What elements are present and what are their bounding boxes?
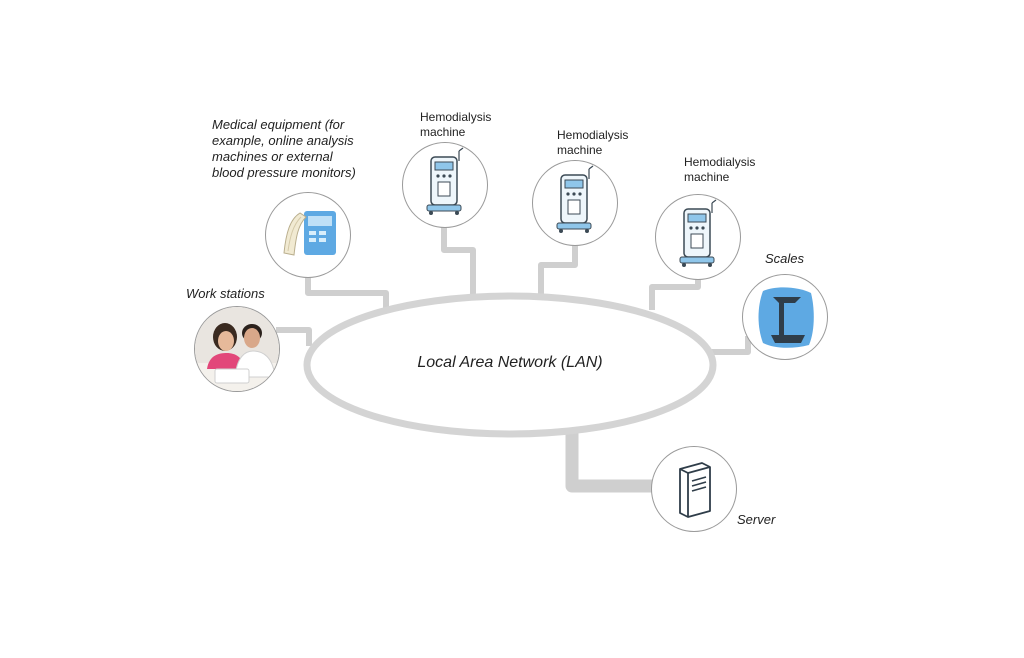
scales-node <box>742 274 828 360</box>
hemodialysis-node-2 <box>532 160 618 246</box>
medical-equipment-node <box>265 192 351 278</box>
connector-medical-equipment <box>305 270 389 308</box>
hemodialysis-node-1 <box>402 142 488 228</box>
server-tower-icon <box>679 462 711 518</box>
medical-equipment-label: Medical equipment (for example, online a… <box>212 117 356 180</box>
hemodialysis-machine-icon <box>556 165 594 233</box>
work-stations-node <box>194 306 280 392</box>
hemodialysis-machine-icon <box>679 199 717 267</box>
scales-label: Scales <box>765 251 805 266</box>
connector-hemodialysis-1 <box>441 225 476 295</box>
hemodialysis-node-3 <box>655 194 741 280</box>
lan-ring <box>303 292 717 438</box>
work-stations-label: Work stations <box>186 286 265 301</box>
hemodialysis-machine-icon <box>426 147 464 215</box>
hemodialysis-label-1: Hemodialysis machine <box>420 110 492 139</box>
connector-hemodialysis-3 <box>649 278 701 310</box>
medical-monitor-icon <box>283 211 336 256</box>
server-label: Server <box>737 512 776 527</box>
server-node <box>651 446 737 532</box>
connector-scales <box>710 336 751 355</box>
connector-server <box>565 433 655 493</box>
workstation-photo-icon <box>195 307 279 391</box>
connector-work-stations <box>276 327 312 346</box>
hemodialysis-label-2: Hemodialysis machine <box>557 128 629 157</box>
lan-label: Local Area Network (LAN) <box>417 354 603 371</box>
scale-icon <box>758 287 814 348</box>
hemodialysis-label-3: Hemodialysis machine <box>684 155 756 184</box>
connector-hemodialysis-2 <box>538 243 578 295</box>
